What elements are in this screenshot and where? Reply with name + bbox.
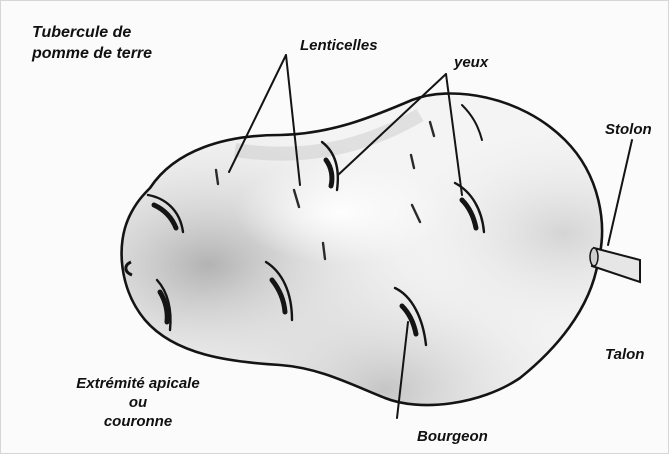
title-line-2: pomme de terre (32, 43, 152, 64)
title: Tubercule de pomme de terre (32, 22, 152, 64)
label-yeux: yeux (454, 53, 488, 72)
tuber-body (122, 93, 602, 405)
label-talon: Talon (605, 345, 644, 364)
label-lenticelles: Lenticelles (300, 36, 378, 55)
apex-line-2: ou (68, 393, 208, 412)
stolon (590, 248, 640, 282)
title-line-1: Tubercule de (32, 22, 152, 43)
apex-line-1: Extrémité apicale (68, 374, 208, 393)
label-extremite-apicale: Extrémité apicale ou couronne (68, 374, 208, 431)
label-bourgeon: Bourgeon (417, 427, 488, 446)
leader-stolon (608, 140, 632, 245)
label-stolon: Stolon (605, 120, 652, 139)
apex-line-3: couronne (68, 412, 208, 431)
